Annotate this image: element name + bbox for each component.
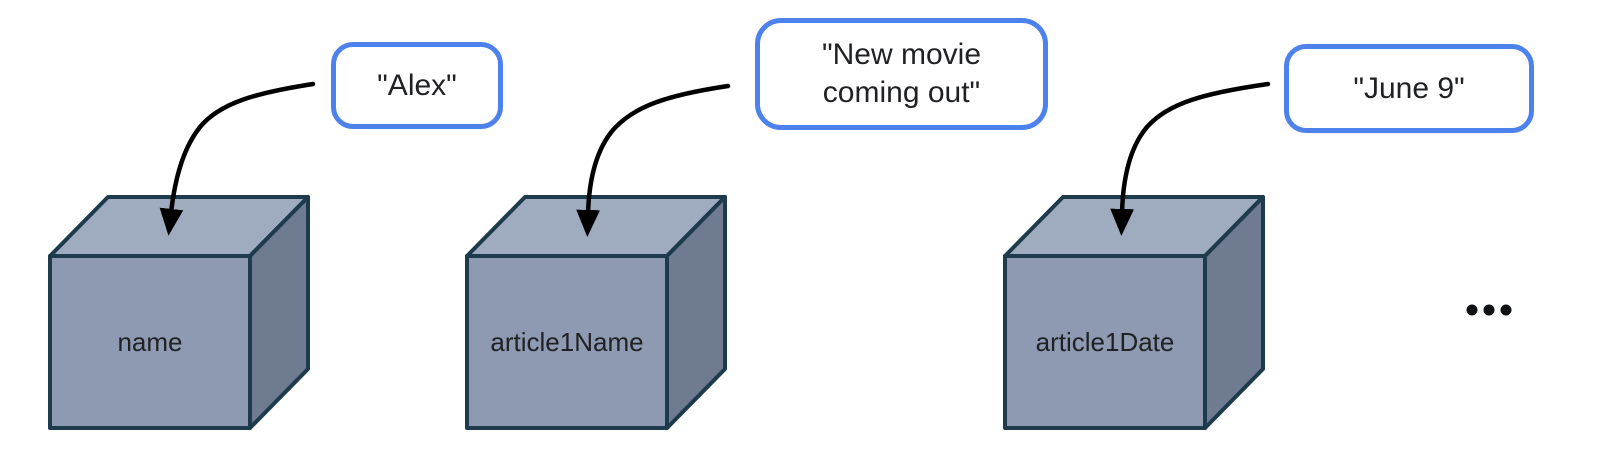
value-arrow-article1name	[576, 83, 731, 237]
variable-name: name	[117, 326, 183, 357]
cube-article1date	[1003, 195, 1265, 430]
cube-article1name	[465, 195, 727, 430]
value-bubble-alex: "Alex"	[331, 42, 503, 129]
cube-label-article1name: article1Name	[467, 256, 667, 428]
value-text: "Alex"	[377, 68, 457, 102]
cube-label-article1date: article1Date	[1005, 256, 1205, 428]
value-text: "June 9"	[1353, 71, 1465, 105]
variable-name: article1Name	[490, 326, 644, 357]
value-bubble-june-9: "June 9"	[1284, 44, 1534, 133]
value-arrow-name	[159, 81, 316, 236]
cube-front-face	[1003, 254, 1207, 430]
value-text: "New movie coming out"	[821, 38, 982, 109]
cube-label-name: name	[50, 256, 250, 428]
cube-front-face	[48, 254, 252, 430]
cube-front-face	[465, 254, 669, 430]
value-bubble-new-movie: "New movie coming out"	[755, 18, 1048, 130]
ellipsis-icon	[1466, 304, 1512, 316]
value-arrow-article1date	[1110, 81, 1271, 236]
variable-name: article1Date	[1035, 326, 1175, 357]
cube-name	[48, 195, 310, 430]
